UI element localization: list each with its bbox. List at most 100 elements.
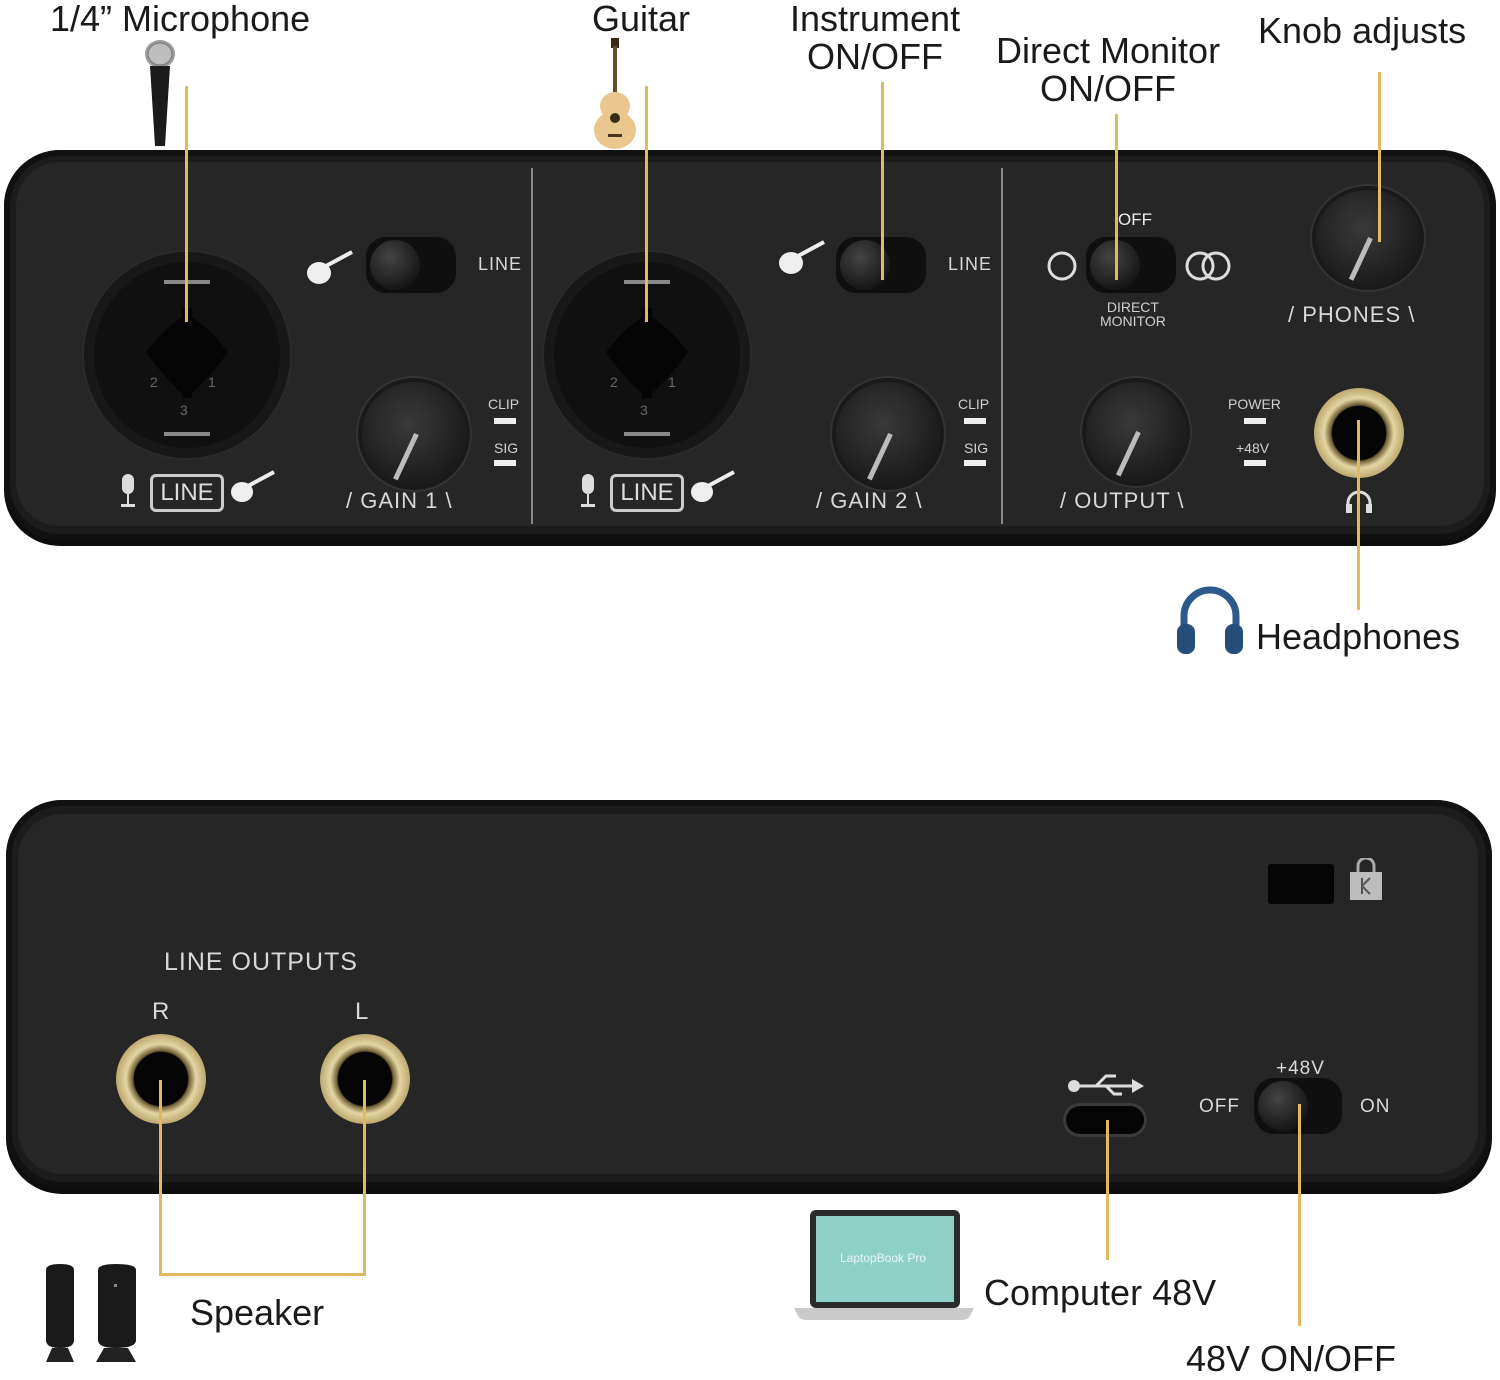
ch2-gain-label: / GAIN 2 \	[816, 488, 923, 514]
phones-knob[interactable]	[1316, 190, 1420, 286]
ch2-guitar-small-icon	[691, 470, 735, 502]
lead-speaker-r	[159, 1080, 162, 1276]
output-r-label: R	[152, 998, 171, 1025]
ch1-gain-tick-left: /	[346, 488, 361, 513]
ch2-gain-text: GAIN 2	[830, 488, 909, 513]
ch1-gain-label: / GAIN 1 \	[346, 488, 453, 514]
microphone-icon	[145, 40, 175, 146]
direct-monitor-caption-line2: MONITOR	[1100, 313, 1166, 329]
ch1-guitar-small-icon	[231, 470, 275, 502]
callout-direct-monitor-line1: Direct Monitor	[996, 30, 1221, 71]
lead-speaker-l	[363, 1080, 366, 1276]
lead-instrument	[881, 82, 884, 280]
headphones-icon	[1177, 586, 1243, 654]
callout-direct-monitor: Direct Monitor ON/OFF	[996, 32, 1220, 108]
phones-label: / PHONES \	[1288, 302, 1415, 328]
speaker-icon	[46, 1264, 136, 1362]
ch2-line-switch-label: LINE	[948, 254, 993, 274]
ch1-clip-label: CLIP	[488, 396, 520, 412]
output-tick-left: /	[1060, 488, 1075, 513]
ch1-gain-knob[interactable]	[362, 382, 466, 486]
ch1-sig-led	[494, 460, 516, 466]
ch2-mic-icon	[581, 474, 595, 507]
direct-monitor-toggle[interactable]	[1086, 237, 1176, 293]
channel-divider-2	[1001, 168, 1003, 524]
ch1-combo-line-badge: LINE	[150, 474, 224, 512]
direct-monitor-caption-line1: DIRECT	[1106, 299, 1159, 315]
kensington-lock-icon	[1350, 858, 1382, 900]
callout-computer-48v: Computer 48V	[984, 1272, 1217, 1313]
lead-knob-adjusts	[1378, 72, 1381, 242]
callout-headphones: Headphones	[1256, 616, 1461, 657]
lead-direct-monitor	[1115, 114, 1118, 280]
ch2-sig-label: SIG	[964, 440, 989, 456]
ch1-pin-3: 3	[180, 402, 188, 418]
stereo-circles-icon	[1185, 251, 1231, 281]
lead-microphone	[185, 86, 188, 322]
laptop-screen-text: LaptopBook Pro	[840, 1251, 927, 1265]
power-led	[1244, 418, 1266, 424]
channel-divider-1	[531, 168, 533, 524]
callout-48v-onoff: 48V ON/OFF	[1186, 1338, 1397, 1379]
ch1-sig-label: SIG	[494, 440, 519, 456]
kensington-slot	[1268, 864, 1334, 904]
ch1-clip-led	[494, 418, 516, 424]
ch1-gain-text: GAIN 1	[360, 488, 439, 513]
ch2-gain-tick-left: /	[816, 488, 831, 513]
ch1-mic-icon	[121, 474, 135, 507]
line-outputs-label: LINE OUTPUTS	[164, 948, 358, 976]
power-label: POWER	[1228, 396, 1281, 412]
ch2-clip-label: CLIP	[958, 396, 990, 412]
ch2-pin-2: 2	[610, 374, 618, 390]
ch1-instrument-toggle[interactable]	[366, 237, 456, 293]
lead-guitar	[645, 86, 648, 322]
ch2-gain-tick-right: \	[915, 488, 923, 513]
laptop-icon	[794, 1210, 974, 1320]
ch1-line-switch-label: LINE	[478, 254, 523, 274]
lead-speaker-join	[159, 1273, 366, 1276]
ch2-pin-1: 1	[668, 374, 676, 390]
ch2-clip-led	[964, 418, 986, 424]
output-l-label: L	[355, 998, 370, 1025]
phantom-led	[1244, 460, 1266, 466]
mono-circle-icon	[1047, 251, 1077, 281]
usb-c-port[interactable]	[1066, 1106, 1144, 1134]
ch2-sig-led	[964, 460, 986, 466]
rear-panel-face	[18, 814, 1478, 1174]
output-text: OUTPUT	[1074, 488, 1171, 513]
callout-instrument: Instrument ON/OFF	[790, 0, 960, 76]
lead-usb	[1106, 1120, 1109, 1260]
callout-knob-adjusts: Knob adjusts	[1258, 10, 1467, 51]
direct-monitor-caption: DIRECT MONITOR	[1100, 300, 1166, 328]
output-label: / OUTPUT \	[1060, 488, 1185, 514]
phantom-switch-label: +48V	[1276, 1058, 1325, 1079]
callout-guitar: Guitar	[592, 0, 691, 39]
callout-microphone: 1/4” Microphone	[50, 0, 311, 39]
phones-text: PHONES	[1302, 302, 1402, 327]
callout-direct-monitor-line2: ON/OFF	[1040, 68, 1177, 109]
phantom-on-label: ON	[1360, 1096, 1391, 1117]
ch1-instrument-guitar-icon	[307, 250, 353, 284]
ch2-instrument-guitar-icon	[779, 240, 825, 274]
ch2-pin-3: 3	[640, 402, 648, 418]
lead-headphones	[1357, 420, 1360, 610]
ch1-gain-tick-right: \	[445, 488, 453, 513]
ch2-gain-knob[interactable]	[836, 382, 940, 486]
callout-instrument-line2: ON/OFF	[807, 36, 944, 77]
output-knob[interactable]	[1086, 382, 1186, 482]
phones-tick-left: /	[1288, 302, 1303, 327]
phones-tick-right: \	[1408, 302, 1416, 327]
phantom-off-label: OFF	[1199, 1096, 1240, 1117]
phantom-led-label: +48V	[1236, 440, 1270, 456]
lead-phantom	[1298, 1104, 1301, 1326]
usb-icon	[1068, 1074, 1144, 1096]
guitar-icon	[594, 38, 636, 149]
output-tick-right: \	[1170, 488, 1185, 513]
ch1-pin-1: 1	[208, 374, 216, 390]
direct-monitor-off-label: OFF	[1118, 210, 1152, 229]
ch1-pin-2: 2	[150, 374, 158, 390]
callout-instrument-line1: Instrument	[790, 0, 961, 39]
rear-panel	[6, 800, 1492, 1188]
callout-speaker: Speaker	[190, 1292, 325, 1333]
ch2-combo-line-badge: LINE	[610, 474, 684, 512]
